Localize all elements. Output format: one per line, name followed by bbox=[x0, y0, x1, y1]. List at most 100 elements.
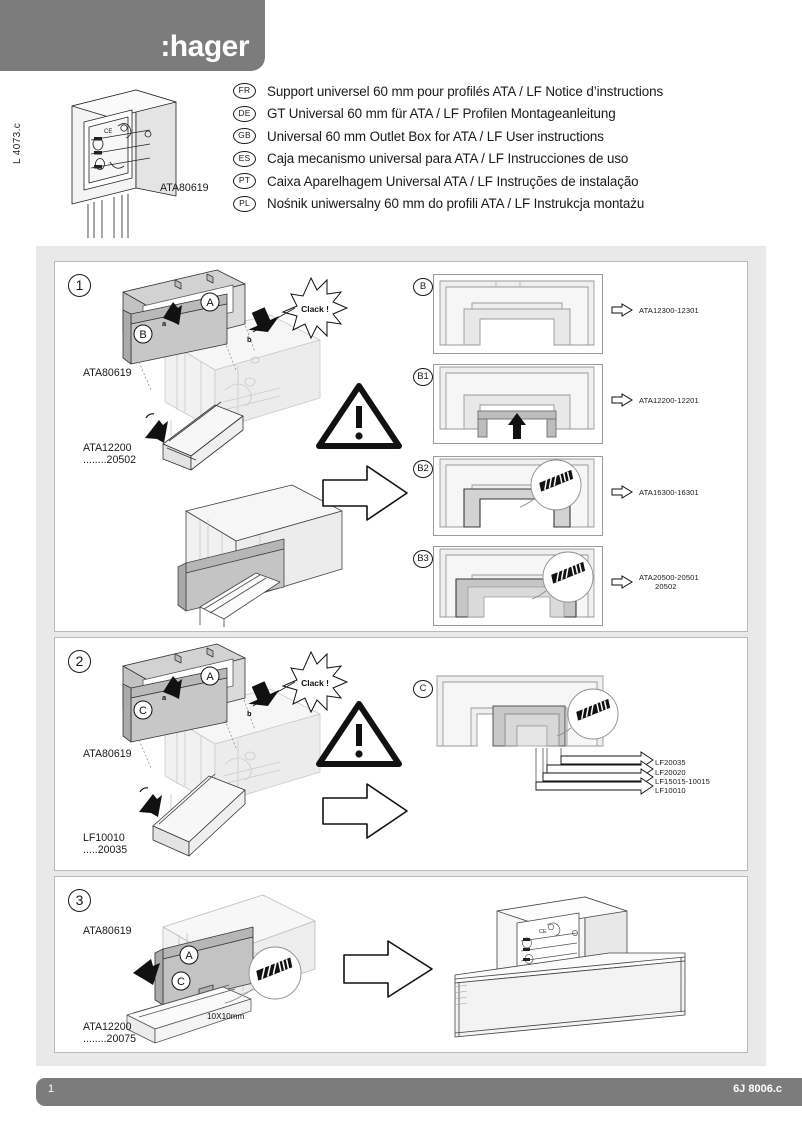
language-row: ES Caja mecanismo universal para ATA / L… bbox=[233, 148, 793, 171]
footer-bar: 1 6J 8006.c bbox=[36, 1078, 802, 1106]
hero-product-illustration: CE bbox=[58, 78, 208, 238]
variant-badge-B3: B3 bbox=[413, 550, 433, 568]
step-1-part-label-2: ATA12200 bbox=[83, 442, 132, 454]
callout-B: B bbox=[133, 324, 153, 344]
language-title: GT Universal 60 mm für ATA / LF Profilen… bbox=[267, 106, 616, 122]
variant-panel-B bbox=[433, 274, 603, 354]
variant-ref-B1: ATA12200-12201 bbox=[639, 396, 699, 405]
hero-part-label: ATA80619 bbox=[160, 182, 209, 194]
callout-A: A bbox=[179, 945, 199, 965]
language-title: Nośnik uniwersalny 60 mm do profili ATA … bbox=[267, 196, 645, 212]
profile-ref-4: LF10010 bbox=[655, 786, 686, 795]
callout-A: A bbox=[200, 666, 220, 686]
step-1-panel: 1 bbox=[54, 261, 748, 632]
language-code-badge: ES bbox=[233, 150, 256, 167]
svg-text:C: C bbox=[177, 976, 185, 988]
step-1-part-label-1: ATA80619 bbox=[83, 367, 132, 379]
instruction-panels: 1 bbox=[36, 246, 766, 1066]
language-code-badge: PT bbox=[233, 173, 256, 190]
callout-C: C bbox=[171, 971, 191, 991]
right-arrow-icon bbox=[322, 465, 408, 521]
callout-C: C bbox=[133, 700, 153, 720]
language-row: FR Support universel 60 mm pour profilés… bbox=[233, 80, 793, 103]
profile-ref-2: LF20020 bbox=[655, 768, 686, 777]
language-row: GB Universal 60 mm Outlet Box for ATA / … bbox=[233, 125, 793, 148]
step-2-panel: 2 bbox=[54, 637, 748, 871]
language-code-badge: DE bbox=[233, 105, 256, 122]
variant-badge-B: B bbox=[413, 278, 433, 296]
step-3-result-drawing: CE bbox=[454, 896, 686, 1038]
svg-text:CE: CE bbox=[104, 129, 112, 135]
brand-bar: :hager bbox=[0, 0, 265, 71]
step-3-number: 3 bbox=[68, 889, 91, 912]
warning-triangle-icon bbox=[316, 383, 402, 449]
language-title: Caja mecanismo universal para ATA / LF I… bbox=[267, 151, 629, 167]
variant-arrow-B2-icon bbox=[611, 485, 633, 499]
step-2-number: 2 bbox=[68, 650, 91, 673]
language-row: PT Caixa Aparelhagem Universal ATA / LF … bbox=[233, 170, 793, 193]
language-code-badge: FR bbox=[233, 83, 256, 100]
step-2-part-label-1: ATA80619 bbox=[83, 748, 132, 760]
profile-ref-1: LF20035 bbox=[655, 758, 686, 767]
profile-ref-3: LF15015-10015 bbox=[655, 777, 710, 786]
step-1-assembly-drawing: Clack ! A B a b bbox=[122, 269, 349, 471]
variant-panel-B2 bbox=[433, 456, 603, 536]
callout-a-lower: a bbox=[162, 693, 167, 702]
svg-text:A: A bbox=[206, 297, 214, 309]
variant-ref-B2: ATA16300-16301 bbox=[639, 488, 699, 497]
callout-b-lower: b bbox=[247, 709, 252, 718]
svg-text:A: A bbox=[206, 671, 214, 683]
hager-logo: :hager bbox=[160, 30, 249, 63]
variant-ref-B: ATA12300-12301 bbox=[639, 306, 699, 315]
callout-b-lower: b bbox=[247, 335, 252, 344]
clack-label: Clack ! bbox=[301, 304, 329, 314]
step-2-part-label-2b: .....20035 bbox=[83, 844, 128, 856]
svg-text:CE: CE bbox=[539, 929, 547, 935]
language-list: FR Support universel 60 mm pour profilés… bbox=[233, 80, 793, 215]
variant-panel-C bbox=[436, 675, 654, 795]
clack-label: Clack ! bbox=[301, 678, 329, 688]
step-3-panel: 3 bbox=[54, 876, 748, 1053]
language-title: Caixa Aparelhagem Universal ATA / LF Ins… bbox=[267, 173, 639, 189]
svg-text:A: A bbox=[185, 950, 193, 962]
warning-triangle-icon bbox=[316, 701, 402, 767]
document-side-code: L 4073.c bbox=[12, 122, 23, 164]
variant-badge-C: C bbox=[413, 680, 433, 698]
step-1-warning-and-arrow bbox=[316, 383, 408, 521]
callout-a-lower: a bbox=[162, 319, 167, 328]
language-row: PL Nośnik uniwersalny 60 mm do profili A… bbox=[233, 193, 793, 216]
language-code-badge: PL bbox=[233, 195, 256, 212]
language-title: Universal 60 mm Outlet Box for ATA / LF … bbox=[267, 128, 604, 144]
step-3-part-label-1: ATA80619 bbox=[83, 925, 132, 937]
svg-text:C: C bbox=[139, 705, 147, 717]
clack-starburst: Clack ! bbox=[281, 650, 349, 714]
right-arrow-icon bbox=[322, 783, 408, 839]
page-number: 1 bbox=[48, 1083, 55, 1095]
step-1-result-drawing bbox=[177, 484, 343, 627]
step-2-assembly-drawing: Clack ! A C a b bbox=[122, 643, 349, 857]
variant-arrow-B1-icon bbox=[611, 393, 633, 407]
variant-panel-B1 bbox=[433, 364, 603, 444]
variant-badge-B1: B1 bbox=[413, 368, 433, 386]
language-title: Support universel 60 mm pour profilés AT… bbox=[267, 83, 664, 99]
dimension-label: 10X10mm bbox=[207, 1012, 244, 1021]
document-code: 6J 8006.c bbox=[733, 1083, 782, 1095]
variant-panel-B3 bbox=[433, 546, 603, 626]
variant-ref-B3: ATA20500-20501 bbox=[639, 573, 699, 582]
step-2-part-label-2: LF10010 bbox=[83, 832, 125, 844]
step-2-warning-and-arrow bbox=[316, 701, 408, 839]
variant-ref-B3-line2: 20502 bbox=[655, 582, 677, 591]
clack-starburst: Clack ! bbox=[281, 276, 349, 340]
step-1-part-label-2b: ........20502 bbox=[83, 454, 137, 466]
variant-badge-B2: B2 bbox=[413, 460, 433, 478]
step-3-part-label-2b: ........20075 bbox=[83, 1033, 137, 1045]
step-1-number: 1 bbox=[68, 274, 91, 297]
variant-arrow-B-icon bbox=[611, 303, 633, 317]
svg-text:B: B bbox=[139, 329, 146, 341]
step-3-part-label-2: ATA12200 bbox=[83, 1021, 132, 1033]
callout-A: A bbox=[200, 292, 220, 312]
language-row: DE GT Universal 60 mm für ATA / LF Profi… bbox=[233, 103, 793, 126]
variant-arrow-B3-icon bbox=[611, 575, 633, 589]
step-3-assembly-drawing: A C 10X10mm bbox=[126, 894, 316, 1044]
step-3-arrow bbox=[343, 940, 433, 998]
